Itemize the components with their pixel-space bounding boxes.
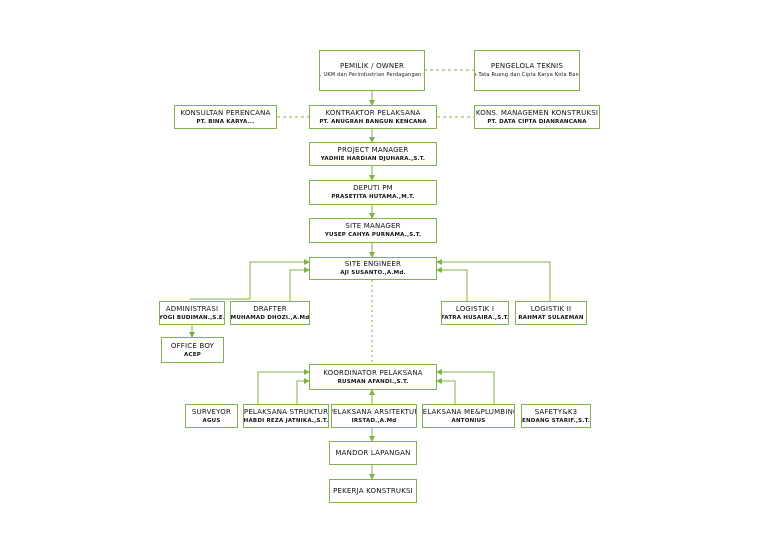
node-koordinator-pelaksana: KOORDINATOR PELAKSANA RUSMAN AFANDI.,S.T… [309,364,437,390]
node-title: KONTRAKTOR PELAKSANA [325,108,421,117]
node-subtitle: AGUS [202,417,221,424]
node-administrasi: ADMINISTRASI YOGI BUDIMAN.,S.E. [159,301,225,325]
node-title: DEPUTI PM [353,184,393,192]
node-subtitle: PT. BINA KARYA... [196,118,255,125]
node-title: KONSULTAN PERENCANA [180,108,271,117]
node-owner: PEMILIK / OWNER Dinas Koprasi, UKM dan P… [319,50,425,91]
node-title: DRAFTER [253,304,287,313]
node-title: SURVEYOR [191,407,232,416]
arrow-koordinator-k3 [436,369,495,404]
node-kons-management: KONS. MANAGEMEN KONSTRUKSI PT. DATA CIPT… [474,105,600,129]
node-subtitle: PT. DATA CIPTA DIANRANCANA [487,118,587,125]
node-subtitle: RAHMAT SULAEMAN [518,314,584,321]
node-subtitle: ACEP [184,351,201,358]
arrow-engineer-logistik2 [436,259,551,301]
node-title: SITE MANAGER [345,222,401,230]
node-title: PROJECT MANAGER [337,145,409,154]
node-title: PENGELOLA TEKNIS [490,62,564,70]
node-pelaksana-struktur: PELAKSANA STRUKTUR HABDI REZA JATNIKA.,S… [243,404,329,428]
node-subtitle: ENDANG STARIF.,S.T. [521,417,591,424]
node-subtitle: HABDI REZA JATNIKA.,S.T. [243,417,329,424]
node-pelaksana-arsitektur: PELAKSANA ARSITEKTUR IRSTAD.,A.Md [331,404,417,428]
arrow-koordinator-struktur [296,378,310,404]
node-site-engineer: SITE ENGINEER AJI SUSANTO.,A.Md. [309,257,437,280]
arrow-koordinator-surveyor [257,369,310,404]
node-subtitle: YADHIE HARDIAN DJUHARA.,S.T. [320,155,426,162]
node-drafter: DRAFTER MUHAMAD DHOZI.,A.Md [230,301,310,325]
node-title: PEKERJA KONSTRUKSI [333,486,413,495]
node-logistik-2: LOGISTIK II RAHMAT SULAEMAN [515,301,587,325]
node-site-manager: SITE MANAGER YUSEP CAHYA PURNAMA.,S.T. [309,218,437,243]
node-title: OFFICE BOY [170,341,215,350]
node-subtitle: YUSEP CAHYA PURNAMA.,S.T. [324,232,422,238]
node-subtitle: MUHAMAD DHOZI.,A.Md [230,314,310,321]
node-mandor-lapangan: MANDOR LAPANGAN [329,441,417,465]
node-subtitle: Dinas Koprasi, UKM dan Perindustrian Per… [319,72,424,78]
node-subtitle: AJI SUSANTO.,A.Md. [340,270,406,276]
node-title: KOORDINATOR PELAKSANA [323,368,423,377]
arrow-koordinator-me [436,378,456,404]
node-title: ADMINISTRASI [165,304,219,313]
node-subtitle: YOGI BUDIMAN.,S.E. [159,314,225,321]
node-project-manager: PROJECT MANAGER YADHIE HARDIAN DJUHARA.,… [309,142,437,166]
arrow-engineer-administrasi [249,261,310,299]
node-pelaksana-me-plumbing: PELAKSANA ME&PLUMBING ANTONIUS [422,404,515,428]
node-konsultan-perencana: KONSULTAN PERENCANA PT. BINA KARYA... [174,105,277,129]
node-logistik-1: LOGISTIK I FATRA HUSAIRA.,S.T. [441,301,509,325]
node-office-boy: OFFICE BOY ACEP [161,337,224,363]
node-title: MANDOR LAPANGAN [335,448,411,457]
node-title: PELAKSANA ARSITEKTUR [331,407,417,416]
node-title: KONS. MANAGEMEN KONSTRUKSI [475,108,599,117]
node-subtitle: Dinas Tata Ruang dan Cipta Karya Kota Ba… [474,72,579,78]
node-subtitle: FATRA HUSAIRA.,S.T. [441,314,509,321]
node-subtitle: PRASETITA HUTAMA.,M.T. [331,194,415,200]
node-title: LOGISTIK II [530,304,572,313]
node-deputi-pm: DEPUTI PM PRASETITA HUTAMA.,M.T. [309,180,437,205]
node-safety-k3: SAFETY&K3 ENDANG STARIF.,S.T. [521,404,591,428]
node-title: SAFETY&K3 [534,407,578,416]
node-subtitle: PT. ANUGRAH BANGUN KENCANA [319,118,427,125]
node-title: PEMILIK / OWNER [339,62,405,70]
node-pekerja-konstruksi: PEKERJA KONSTRUKSI [329,479,417,503]
node-surveyor: SURVEYOR AGUS [185,404,238,428]
node-title: PELAKSANA STRUKTUR [243,407,329,416]
node-title: LOGISTIK I [455,304,495,313]
node-kontraktor-pelaksana: KONTRAKTOR PELAKSANA PT. ANUGRAH BANGUN … [309,105,437,129]
node-title: PELAKSANA ME&PLUMBING [422,407,515,416]
node-title: SITE ENGINEER [344,260,402,268]
arrow-engineer-drafter [289,267,310,301]
node-subtitle: IRSTAD.,A.Md [351,417,397,424]
node-subtitle: RUSMAN AFANDI.,S.T. [337,378,409,385]
node-pengelola-teknis: PENGELOLA TEKNIS Dinas Tata Ruang dan Ci… [474,50,580,91]
arrow-engineer-logistik1 [436,267,468,301]
node-subtitle: ANTONIUS [451,417,486,424]
